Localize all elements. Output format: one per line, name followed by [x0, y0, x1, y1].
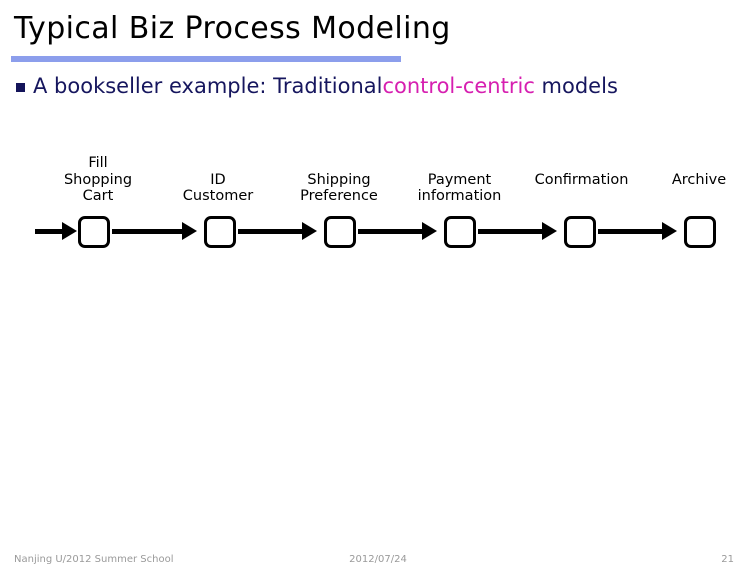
- flow-arrowhead-2: [302, 222, 317, 240]
- flow-connector-4: [478, 229, 545, 234]
- footer-source-label: Nanjing U/2012 Summer School: [14, 554, 174, 565]
- node-label-confirmation: Confirmation: [534, 171, 629, 188]
- bullet-line: A bookseller example: Traditional contro…: [16, 74, 618, 98]
- slide-footer: Nanjing U/2012 Summer School 2012/07/24 …: [0, 554, 756, 570]
- flow-connector-2: [238, 229, 305, 234]
- node-box-id-customer[interactable]: [204, 216, 236, 248]
- bullet-text-accent: control-centric: [382, 74, 535, 98]
- flow-arrowhead-1: [182, 222, 197, 240]
- bullet-text-trailing: models: [534, 74, 618, 98]
- title-underline-rule: [11, 56, 401, 62]
- flow-arrowhead-4: [542, 222, 557, 240]
- flow-connector-1: [112, 229, 185, 234]
- node-box-fill-shopping-cart[interactable]: [78, 216, 110, 248]
- footer-date-label: 2012/07/24: [349, 554, 407, 565]
- node-box-archive[interactable]: [684, 216, 716, 248]
- flow-arrowhead-5: [662, 222, 677, 240]
- flow-arrowhead-start: [62, 222, 77, 240]
- flow-arrowhead-3: [422, 222, 437, 240]
- flow-connector-3: [358, 229, 425, 234]
- node-box-confirmation[interactable]: [564, 216, 596, 248]
- bullet-text-leading: A bookseller example: Traditional: [33, 74, 383, 98]
- node-label-shipping-preference: Shipping Preference: [300, 171, 378, 204]
- node-label-archive: Archive: [671, 171, 727, 188]
- node-label-fill-shopping-cart: Fill Shopping Cart: [63, 155, 133, 204]
- footer-page-number: 21: [721, 554, 734, 565]
- node-label-payment-information: Payment information: [417, 171, 502, 204]
- process-flow-diagram: Fill Shopping Cart ID Customer Shipping …: [0, 140, 756, 260]
- node-box-shipping-preference[interactable]: [324, 216, 356, 248]
- node-box-payment-information[interactable]: [444, 216, 476, 248]
- flow-connector-start: [35, 229, 67, 234]
- page-title: Typical Biz Process Modeling: [14, 11, 451, 46]
- node-label-id-customer: ID Customer: [182, 171, 254, 204]
- flow-connector-5: [598, 229, 665, 234]
- square-bullet-icon: [16, 82, 25, 92]
